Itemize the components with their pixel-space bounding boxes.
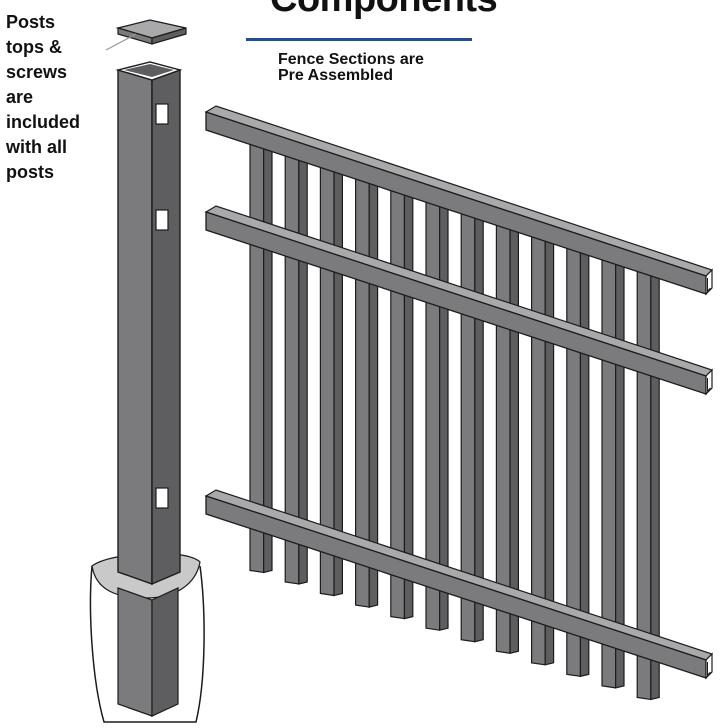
side-note-line: posts [6, 162, 55, 182]
rail-top-face [204, 489, 714, 661]
bottom-rail [204, 489, 714, 680]
side-note-line: Posts [6, 12, 56, 32]
rail-front-face [205, 495, 707, 679]
subtitle-line: Fence Sections are [278, 51, 424, 68]
fence-section [204, 105, 714, 701]
post-hole [155, 103, 169, 125]
fence-picket [319, 166, 343, 597]
screw-pointer-line [105, 33, 137, 51]
rail-channel-lip [707, 278, 711, 293]
side-note-line: screws [6, 62, 68, 82]
middle-rail [204, 205, 714, 396]
side-note-line: are [6, 87, 34, 107]
side-note-line: with all [6, 137, 68, 157]
post-hole [155, 487, 169, 509]
subtitle-line: Pre Assembled [278, 67, 394, 84]
side-note-line: tops & [6, 37, 62, 57]
post-open-top-inner [124, 64, 174, 77]
rail-top-face [204, 205, 714, 377]
post-assembly [89, 19, 205, 723]
post-side-note: Posts tops & screws are included with al… [6, 10, 96, 185]
rail-channel-lip [707, 662, 711, 677]
title-rule [246, 38, 472, 41]
rail-front-face [205, 111, 707, 295]
post-cap [115, 19, 187, 45]
fence-picket [566, 247, 590, 678]
rail-channel-lip [707, 378, 711, 393]
subtitle: Fence Sections are Pre Assembled [278, 52, 478, 84]
post-front-face [117, 69, 153, 585]
diagram-title: Components [270, 0, 498, 21]
fence-picket [495, 224, 520, 655]
top-rail [204, 105, 714, 296]
post-in-ground [117, 587, 179, 717]
side-note-line: included [6, 112, 81, 132]
post-hole [155, 209, 169, 231]
rail-front-face [205, 211, 707, 395]
